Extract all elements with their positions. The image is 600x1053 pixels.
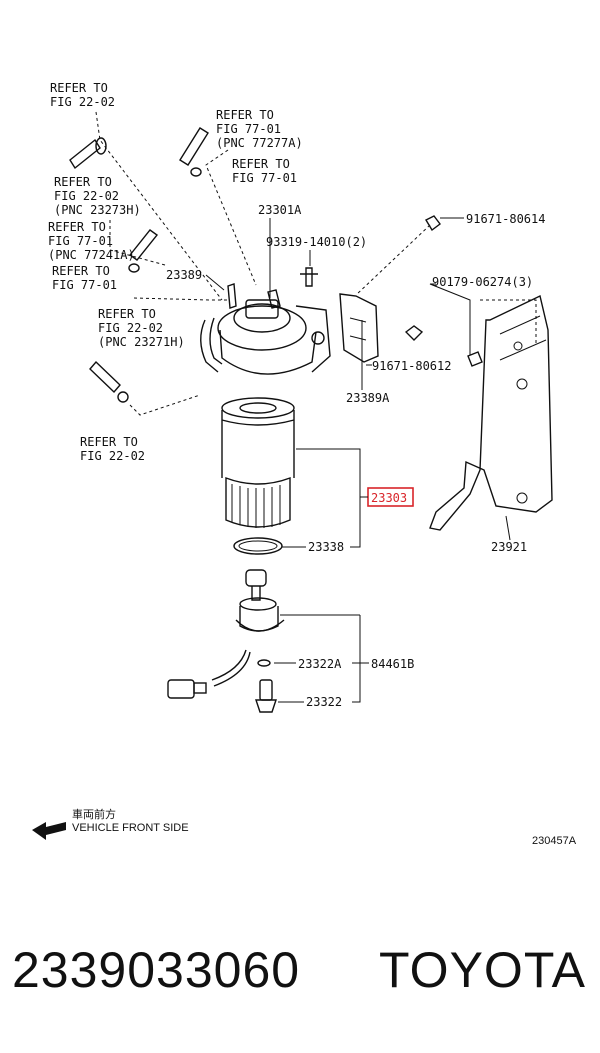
refer-6-line1: REFER TO — [52, 264, 110, 278]
bracket-parts — [339, 215, 553, 531]
refer-1-line2: FIG 22-02 — [50, 95, 115, 109]
part-label-90179: 90179-06274(3) — [432, 275, 533, 289]
refer-2-line1: REFER TO — [216, 108, 274, 122]
refer-8-line2: FIG 22-02 — [80, 449, 145, 463]
refer-8-line1: REFER TO — [80, 435, 138, 449]
refer-1-line1: REFER TO — [50, 81, 108, 95]
refer-7-line3: (PNC 23271H) — [98, 335, 185, 349]
filter-head-assembly — [217, 267, 331, 375]
refer-6-line2: FIG 77-01 — [52, 278, 117, 292]
part-label-23389A: 23389A — [346, 391, 390, 405]
refer-4-line1: REFER TO — [54, 175, 112, 189]
direction-label-jp: 車両前方 — [72, 807, 116, 821]
refer-4-line3: (PNC 23273H) — [54, 203, 141, 217]
refer-2-line2: FIG 77-01 — [216, 122, 281, 136]
leader-lines — [205, 217, 511, 703]
refer-5-line2: FIG 77-01 — [48, 234, 113, 248]
figure-code: 230457A — [532, 835, 577, 847]
refer-3-line2: FIG 77-01 — [232, 171, 297, 185]
fuel-filter-element — [221, 397, 295, 528]
part-label-84461B: 84461B — [371, 657, 414, 671]
part-label-91671-80612: 91671-80612 — [372, 359, 451, 373]
part-label-23303[interactable]: 23303 — [371, 491, 407, 505]
arrow-left-icon — [32, 822, 66, 840]
part-label-23338: 23338 — [308, 540, 344, 554]
hoses — [69, 127, 223, 403]
direction-label-en: VEHICLE FRONT SIDE — [72, 822, 189, 834]
part-label-23322: 23322 — [306, 695, 342, 709]
part-label-23322A: 23322A — [298, 657, 342, 671]
brand-name: TOYOTA — [379, 942, 586, 998]
refer-3-line1: REFER TO — [232, 157, 290, 171]
part-label-23921: 23921 — [491, 540, 527, 554]
refer-5-line3: (PNC 77241A) — [48, 248, 135, 262]
part-label-23389: 23389 — [166, 268, 202, 282]
part-number: 2339033060 — [12, 942, 301, 998]
o-ring — [233, 537, 283, 555]
refer-2-line3: (PNC 77277A) — [216, 136, 303, 150]
refer-7-line2: FIG 22-02 — [98, 321, 163, 335]
water-sensor-assembly — [167, 569, 285, 713]
dashed-connections — [95, 111, 537, 416]
part-label-23301A: 23301A — [258, 203, 302, 217]
part-label-93319: 93319-14010(2) — [266, 235, 367, 249]
refer-5-line1: REFER TO — [48, 220, 106, 234]
refer-7-line1: REFER TO — [98, 307, 156, 321]
refer-4-line2: FIG 22-02 — [54, 189, 119, 203]
part-label-91671-80614: 91671-80614 — [466, 212, 545, 226]
